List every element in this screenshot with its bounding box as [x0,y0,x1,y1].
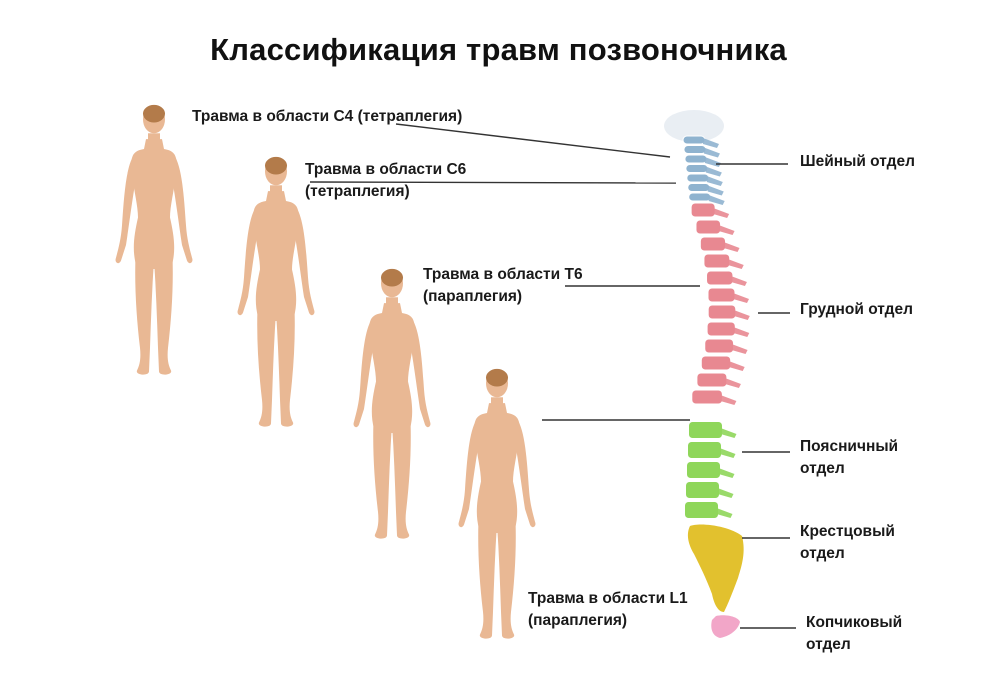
spinous-process [720,395,737,405]
vertebra [684,501,719,519]
injury-label-c4: Травма в области C4 (тетраплегия) [192,108,463,125]
spine-illustration [664,110,750,638]
vertebra [691,389,723,405]
figure-c6 [237,156,315,427]
region-label-thoracic: Грудной отдел [800,301,913,318]
spinous-process [717,488,734,498]
vertebra [684,154,708,164]
vertebra [706,270,734,286]
injury-label-c6: Травма в области C6(тетраплегия) [305,161,467,200]
vertebra [683,145,707,154]
spinous-process [727,259,744,269]
vertebra [700,355,732,371]
injury-label-l1: Травма в области L1(параплегия) [528,590,688,629]
vertebra [699,236,727,252]
vertebra [703,253,731,269]
vertebra [688,421,723,439]
spinous-process [733,310,750,320]
vertebra [696,372,728,388]
vertebra [688,192,712,202]
spinous-process [719,448,736,458]
spinous-process [713,208,730,218]
spinous-process [728,361,745,371]
diagram-title: Классификация травм позвоночника [210,32,787,67]
leader-lines [309,123,796,629]
spinous-process [732,293,749,303]
vertebra [707,287,736,303]
spinous-process [733,327,750,337]
vertebra [682,135,706,145]
vertebra [687,441,722,459]
vertebra [690,202,716,218]
spinous-process [706,176,723,186]
spinous-process [703,138,719,148]
vertebra [706,321,736,337]
spinous-process [704,157,721,167]
spinous-process [707,185,724,196]
vertebra [707,304,737,320]
spinous-process [720,428,737,438]
vertebra [686,461,721,479]
figure-l1 [458,368,536,639]
spinous-process [731,344,748,354]
region-label-cervical: Шейный отдел [800,153,915,170]
spinous-process [724,378,741,388]
injury-label-t6: Травма в области T6(параплегия) [423,266,583,305]
spinous-process [718,225,735,235]
figure-c4 [115,104,193,375]
spinous-process [730,276,747,286]
vertebra [686,173,710,183]
vertebra [695,219,722,235]
spinous-process [705,166,722,177]
vertebra [687,183,711,192]
spinous-process [708,195,725,205]
spinous-process [703,147,720,158]
vertebra [685,481,720,499]
spinous-process [718,468,735,478]
vertebra [704,338,735,354]
figure-t6 [353,268,431,539]
spinous-process [716,508,733,518]
vertebra [685,164,709,173]
spinous-process [723,242,740,252]
